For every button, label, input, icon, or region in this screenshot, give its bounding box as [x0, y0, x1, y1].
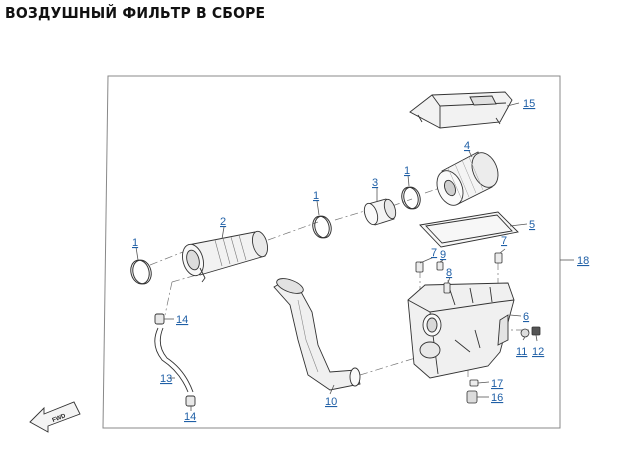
callout-14-clip-b[interactable]: 14: [184, 411, 196, 423]
fwd-arrow-label: FWD: [52, 413, 68, 424]
part-5-gasket: [419, 211, 519, 248]
part-4-filter-element: [436, 151, 499, 206]
callout-12-nut[interactable]: 12: [532, 346, 544, 358]
callout-5-gasket[interactable]: 5: [529, 219, 535, 231]
callout-11-grommet[interactable]: 11: [516, 346, 527, 358]
part-13-drain-hose: [154, 327, 194, 393]
page-title: ВОЗДУШНЫЙ ФИЛЬТР В СБОРЕ: [5, 4, 266, 22]
fwd-arrow-icon: FWD: [29, 401, 81, 433]
part-2-intake-duct: [182, 230, 269, 283]
part-14-clip-b: [185, 395, 196, 407]
part-6-airbox-housing: [407, 282, 515, 379]
callout-15-airbox-cover[interactable]: 15: [523, 98, 535, 110]
callout-2-intake-duct[interactable]: 2: [220, 216, 226, 228]
part-14-clip-a: [154, 313, 165, 325]
callout-7-clip-a[interactable]: 7: [431, 247, 437, 259]
callout-1-clamp-b[interactable]: 1: [313, 190, 319, 202]
assembly-frame: [102, 75, 561, 429]
part-1-clamp-c: [401, 186, 421, 210]
callout-8-bolt[interactable]: 8: [446, 267, 452, 279]
callout-16-drain-cap[interactable]: 16: [491, 392, 503, 404]
part-8-bolt: [443, 282, 451, 294]
part-15-airbox-cover: [409, 91, 513, 129]
leader-lines: [135, 102, 538, 411]
callout-1-clamp-c[interactable]: 1: [404, 165, 410, 177]
part-9-screw: [436, 261, 444, 271]
callout-14-clip-a[interactable]: 14: [176, 314, 188, 326]
callout-10-snorkel-duct[interactable]: 10: [325, 396, 337, 408]
part-16-drain-cap: [466, 390, 478, 404]
callout-3-coupler[interactable]: 3: [372, 177, 378, 189]
callout-17-clip[interactable]: 17: [491, 378, 503, 390]
part-1-clamp-a: [130, 259, 152, 285]
callout-18-assembly[interactable]: 18: [577, 255, 589, 267]
callout-4-filter-element[interactable]: 4: [464, 140, 470, 152]
part-10-snorkel-duct: [273, 278, 361, 391]
part-1-clamp-b: [312, 215, 332, 239]
callout-1-clamp-a[interactable]: 1: [132, 237, 138, 249]
part-17-clip: [469, 379, 479, 387]
part-11-grommet: [520, 328, 530, 338]
callout-6-airbox-housing[interactable]: 6: [523, 311, 529, 323]
callout-9-screw[interactable]: 9: [440, 249, 446, 261]
part-12-nut: [531, 326, 541, 336]
part-7-clip-b: [494, 252, 503, 264]
part-7-clip-a: [415, 261, 424, 273]
callout-7-clip-b[interactable]: 7: [501, 235, 507, 247]
callout-13-drain-hose[interactable]: 13: [160, 373, 172, 385]
part-3-coupler: [363, 198, 397, 226]
